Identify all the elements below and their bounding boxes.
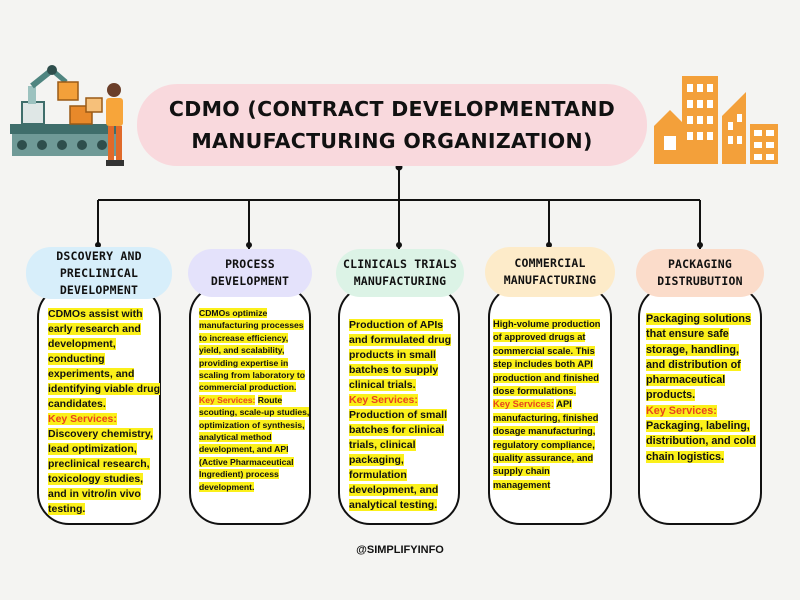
card-services: Production of small batches for clinical… — [349, 409, 448, 511]
card-description: CDMOs optimize manufacturing processes t… — [199, 308, 306, 393]
header-line: DSCOVERY AND — [56, 248, 142, 263]
key-services-label: Key Services: — [493, 399, 554, 410]
header-line: MANUFACTURING — [353, 274, 447, 288]
header-packaging: PACKAGING DISTRUBUTION — [636, 249, 764, 297]
card-text-packaging: Packaging solutions that ensure safe sto… — [646, 312, 760, 465]
header-discovery: DSCOVERY AND PRECLINICAL DEVELOPMENT — [26, 247, 172, 299]
header-line: PACKAGING — [667, 257, 733, 271]
card-services: Discovery chemistry, lead optimization, … — [48, 428, 153, 515]
key-services-label: Key Services: — [646, 404, 717, 417]
header-line: PROCESS — [225, 257, 275, 271]
footer-credit: @SIMPLIFYINFO — [356, 544, 444, 556]
header-line: DISTRUBUTION — [657, 274, 743, 288]
card-description: Packaging solutions that ensure safe sto… — [646, 313, 751, 402]
header-line: DEVELOPMENT — [59, 282, 139, 297]
card-text-process: CDMOs optimize manufacturing processes t… — [199, 307, 311, 493]
card-text-discovery: CDMOs assist with early research and dev… — [48, 307, 161, 517]
card-description: Production of APIs and formulated drug p… — [349, 319, 452, 391]
main-title: CDMO (CONTRACT DEVELOPMENTAND MANUFACTUR… — [137, 84, 647, 166]
card-text-commercial: High-volume production of approved drugs… — [493, 318, 609, 492]
header-line: CLINICALS TRIALS — [343, 257, 457, 271]
card-services: Packaging, labeling, distribution, and c… — [646, 420, 756, 463]
card-description: CDMOs assist with early research and dev… — [48, 308, 161, 410]
card-services: Route scouting, scale-up studies, optimi… — [199, 394, 310, 492]
card-text-clinical: Production of APIs and formulated drug p… — [349, 318, 459, 513]
header-line: DEVELOPMENT — [210, 274, 290, 288]
header-line: COMMERCIAL — [514, 256, 586, 270]
title-line-1: CDMO (CONTRACT DEVELOPMENTAND — [168, 97, 616, 121]
header-line: MANUFACTURING — [503, 273, 597, 287]
key-services-label: Key Services: — [48, 413, 117, 425]
header-commercial: COMMERCIAL MANUFACTURING — [485, 247, 615, 297]
city-buildings-icon — [654, 76, 778, 164]
header-line: PRECLINICAL — [59, 265, 139, 280]
card-description: High-volume production of approved drugs… — [493, 319, 601, 397]
card-services: API manufacturing, finished dosage manuf… — [493, 399, 599, 490]
title-line-2: MANUFACTURING ORGANIZATION) — [191, 129, 593, 153]
header-clinical: CLINICALS TRIALS MANUFACTURING — [336, 249, 464, 297]
header-process: PROCESS DEVELOPMENT — [188, 249, 312, 297]
factory-robot-worker-icon — [10, 65, 124, 166]
key-services-label: Key Services: — [349, 394, 418, 406]
key-services-label: Key Services: — [199, 394, 256, 405]
